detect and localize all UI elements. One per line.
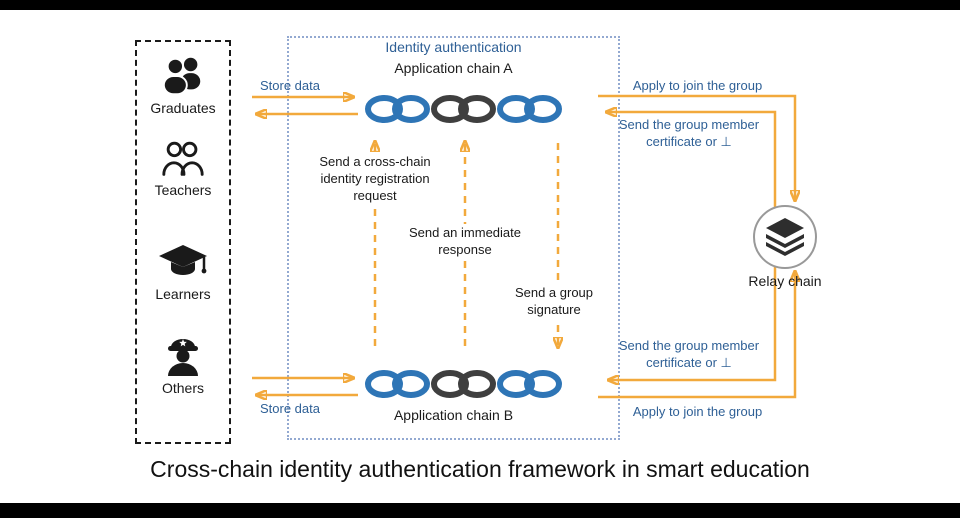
teachers-label: Teachers [154, 182, 212, 198]
relay-chain-label: Relay chain [748, 273, 822, 289]
relay-chain-icon [753, 205, 817, 269]
others-label: Others [161, 380, 204, 396]
apply-top-label: Apply to join the group [632, 78, 763, 93]
application-chain-b-label: Application chain B [393, 407, 514, 423]
certificate-bottom-label: Send the group member certificate or ⊥ [618, 338, 760, 370]
letterbox-top [0, 0, 960, 10]
store-data-bottom-label: Store data [260, 401, 320, 416]
certificate-top-label: Send the group member certificate or ⊥ [618, 117, 760, 149]
apply-bottom-label: Apply to join the group [632, 404, 763, 419]
user-group-learners: Learners [135, 242, 231, 302]
store-data-top-label: Store data [260, 78, 320, 93]
group-signature-label: Send a group signature [498, 284, 610, 320]
relay-chain-node [752, 204, 818, 275]
figure-caption: Cross-chain identity authentication fram… [150, 456, 810, 482]
application-chain-a-label: Application chain A [394, 60, 513, 76]
user-group-others: Others [135, 334, 231, 396]
letterbox-bottom [0, 503, 960, 518]
identity-authentication-box [287, 36, 620, 440]
registration-request-label: Send a cross-chain identity registration… [308, 153, 442, 206]
apply-bottom-arrow [598, 273, 795, 399]
user-group-teachers: Teachers [135, 138, 231, 198]
learners-icon [159, 245, 207, 275]
user-group-graduates: Graduates [135, 54, 231, 116]
application-chain-b-icon [363, 364, 573, 409]
application-chain-a-icon [363, 89, 573, 134]
graduates-icon [162, 57, 201, 96]
others-icon [168, 339, 198, 376]
identity-authentication-title: Identity authentication [385, 39, 522, 55]
graduates-label: Graduates [150, 100, 216, 116]
users-group-box [135, 40, 231, 444]
immediate-response-label: Send an immediate response [398, 224, 532, 260]
teachers-icon [162, 141, 204, 176]
learners-label: Learners [155, 286, 211, 302]
